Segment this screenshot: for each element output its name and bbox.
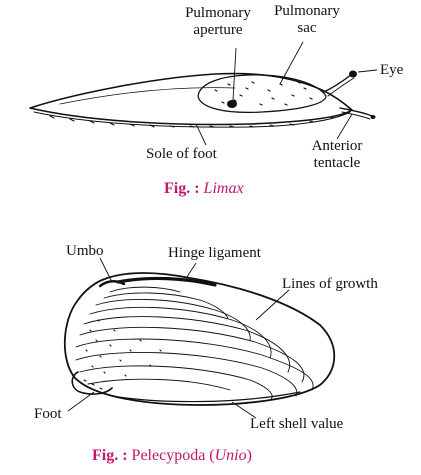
limax-dorsal-line [59, 87, 236, 105]
limax-body [29, 72, 353, 126]
unio-growth-lines [75, 286, 314, 401]
label-hinge-ligament: Hinge ligament [168, 245, 261, 261]
unio-ventral-edge [111, 391, 301, 403]
caption-unio-name-plain: Pelecypoda ( [131, 447, 215, 464]
unio-leaders [67, 257, 290, 419]
unio-foot [71, 371, 113, 395]
caption-limax: Fig. : Limax [164, 180, 244, 198]
limax-ocular-tentacle [323, 73, 353, 93]
label-anterior-tentacle-line1: Anterior [311, 138, 363, 154]
label-pulmonary-sac: Pulmonary sac [262, 3, 352, 37]
label-lines-of-growth: Lines of growth [282, 276, 378, 292]
label-pulmonary-sac-line2: sac [297, 20, 317, 36]
caption-limax-prefix: Fig. : [164, 180, 200, 197]
unio-hinge-ligament [116, 276, 217, 287]
caption-unio-name-italic: Unio [214, 447, 247, 464]
limax-sole-texture [49, 115, 335, 128]
label-eye: Eye [380, 62, 404, 78]
caption-unio-prefix: Fig. : [92, 447, 128, 464]
unio-shell-outline [63, 272, 336, 406]
limax-mantle [197, 74, 327, 113]
label-left-shell-value: Left shell value [250, 416, 344, 432]
label-umbo: Umbo [66, 243, 104, 259]
limax-anterior-tentacle [339, 107, 373, 117]
limax-eye [349, 70, 357, 78]
unio-stipple [85, 319, 162, 377]
label-foot: Foot [34, 406, 62, 422]
limax-leaders [195, 41, 378, 146]
label-sole-of-foot: Sole of foot [146, 146, 217, 162]
label-anterior-tentacle-line2: tentacle [313, 155, 361, 171]
label-pulmonary-aperture: Pulmonary aperture [168, 5, 268, 39]
label-pulmonary-aperture-line2: aperture [193, 22, 243, 38]
caption-limax-name: Limax [203, 180, 244, 197]
label-pulmonary-sac-line1: Pulmonary [274, 3, 340, 19]
caption-unio-name-close: ) [246, 447, 252, 464]
caption-unio: Fig. : Pelecypoda (Unio) [92, 447, 252, 465]
limax-pulmonary-aperture [227, 100, 237, 108]
limax-mantle-stipple [214, 81, 313, 106]
limax-drawing [29, 70, 376, 128]
label-anterior-tentacle: Anterior tentacle [292, 138, 382, 172]
label-pulmonary-aperture-line1: Pulmonary [185, 5, 251, 21]
